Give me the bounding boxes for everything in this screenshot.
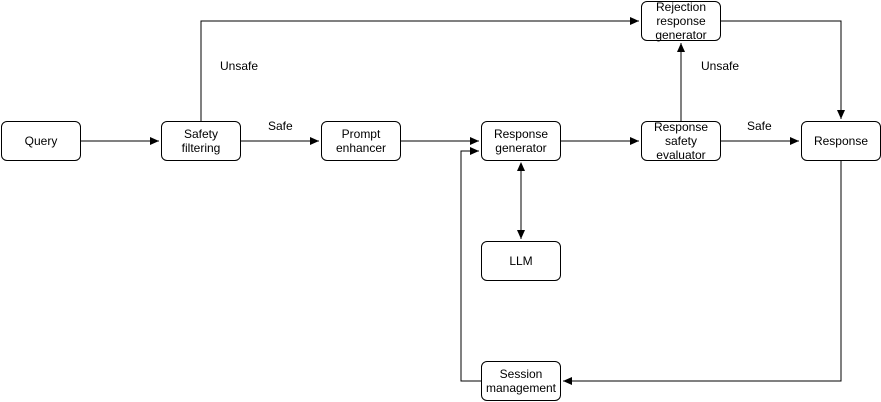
evaluator-safe-label: Safe [747, 119, 772, 133]
safety-filtering-node: Safety filtering [161, 121, 241, 161]
response-generator-node: Response generator [481, 121, 561, 161]
rejection-response-generator-node: Rejection response generator [641, 0, 721, 42]
evaluator-unsafe-label: Unsafe [701, 59, 740, 73]
query-node: Query [1, 121, 81, 161]
edge-session-to-generator [460, 147, 481, 382]
response-safety-evaluator-node: Response safety evaluator [641, 120, 721, 162]
response-node: Response [801, 121, 881, 161]
llm-node: LLM [481, 241, 561, 281]
edge-rejection-to-response [721, 20, 845, 119]
edge-filter-unsafe [200, 17, 639, 121]
session-management-node: Session management [481, 361, 561, 401]
filter-unsafe-label: Unsafe [220, 59, 259, 73]
filter-safe-label: Safe [268, 119, 293, 133]
edge-response-to-session [563, 161, 842, 385]
prompt-enhancer-node: Prompt enhancer [321, 121, 401, 161]
